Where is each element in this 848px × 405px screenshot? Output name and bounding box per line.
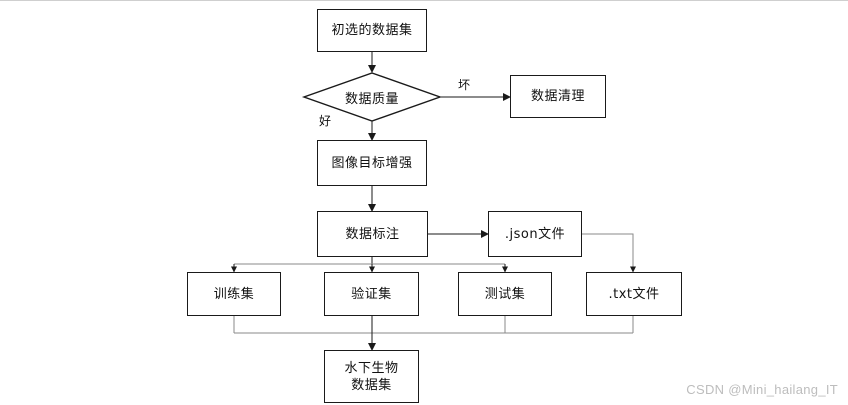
node-val-set: 验证集 <box>324 272 419 316</box>
node-test-set: 测试集 <box>458 272 552 316</box>
node-data-annotation-label: 数据标注 <box>345 226 400 242</box>
node-image-enhancement-label: 图像目标增强 <box>331 155 413 171</box>
node-data-cleaning-label: 数据清理 <box>530 89 585 104</box>
node-data-quality: 数据质量 <box>304 86 440 108</box>
node-val-set-label: 验证集 <box>351 286 392 302</box>
node-final-dataset-label-line1: 水下生物 <box>344 360 399 376</box>
node-initial-dataset-label: 初选的数据集 <box>331 23 413 38</box>
node-txt-file: .txt文件 <box>586 272 682 316</box>
node-data-annotation: 数据标注 <box>317 211 428 257</box>
node-initial-dataset: 初选的数据集 <box>317 9 427 52</box>
node-image-enhancement: 图像目标增强 <box>317 140 427 186</box>
node-final-dataset-label-line2: 数据集 <box>351 377 392 393</box>
node-final-dataset: 水下生物 数据集 <box>324 350 419 403</box>
top-divider <box>0 0 848 1</box>
node-json-file: .json文件 <box>488 211 582 257</box>
node-data-cleaning: 数据清理 <box>510 75 606 118</box>
node-train-set: 训练集 <box>187 272 281 316</box>
node-data-quality-label: 数据质量 <box>344 91 399 107</box>
node-train-set-label: 训练集 <box>213 286 255 302</box>
csdn-watermark: CSDN @Mini_hailang_IT <box>686 382 838 397</box>
node-test-set-label: 测试集 <box>484 286 526 302</box>
edge-label-good: 好 <box>319 114 332 128</box>
arrow-json-to-txt <box>582 233 636 273</box>
node-json-file-label: .json文件 <box>504 226 566 242</box>
edge-label-bad: 坏 <box>458 78 471 92</box>
node-txt-file-label: .txt文件 <box>608 286 660 302</box>
